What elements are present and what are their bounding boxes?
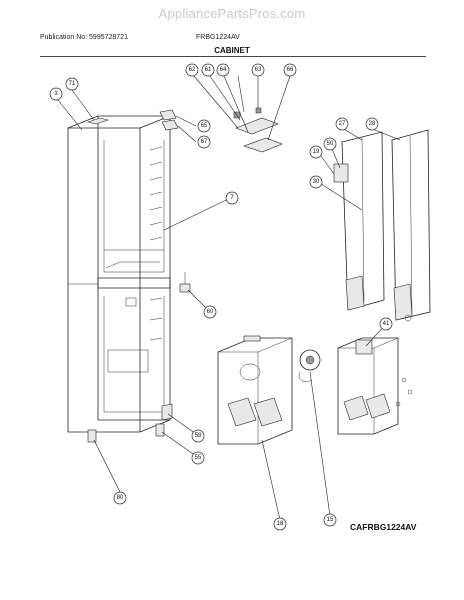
callout-62: 62	[185, 63, 199, 77]
svg-text:7: 7	[230, 195, 234, 201]
callout-27: 27	[335, 117, 349, 131]
svg-text:30: 30	[313, 179, 320, 185]
bottom-hinge-parts	[87, 403, 173, 443]
svg-text:27: 27	[339, 121, 346, 127]
callout-61: 61	[201, 63, 215, 77]
svg-text:18: 18	[277, 521, 284, 527]
watermark: AppliancePartsPros.com	[158, 6, 306, 21]
svg-text:50: 50	[327, 141, 334, 147]
callout-3: 3	[49, 87, 63, 101]
section-title: CABINET	[214, 46, 250, 55]
cabinet-body	[67, 109, 179, 433]
callout-64: 64	[216, 63, 230, 77]
svg-text:55: 55	[195, 455, 202, 461]
publication-number: Publication No: 5995728721	[40, 34, 128, 41]
callout-58: 58	[191, 429, 205, 443]
callout-28: 28	[365, 117, 379, 131]
callout-19: 19	[309, 145, 323, 159]
callout-71: 71	[65, 77, 79, 91]
callout-41: 41	[379, 317, 393, 331]
callout-15: 15	[323, 513, 337, 527]
callout-63: 63	[251, 63, 265, 77]
freezer-drawer-frame	[217, 335, 293, 445]
callout-7: 7	[225, 191, 239, 205]
top-control-assembly	[233, 107, 283, 153]
svg-text:15: 15	[327, 517, 334, 523]
leader-lines	[57, 75, 401, 521]
diagram-code: CAFRBG1224AV	[350, 522, 417, 532]
middle-hinge	[179, 272, 191, 293]
svg-text:71: 71	[69, 81, 76, 87]
door-side-panels	[333, 129, 431, 322]
callout-55: 55	[191, 451, 205, 465]
svg-text:67: 67	[201, 139, 208, 145]
crisper-drawer	[337, 337, 413, 435]
svg-text:58: 58	[195, 433, 202, 439]
callout-50: 50	[323, 137, 337, 151]
callout-30: 30	[309, 175, 323, 189]
model-number: FRBG1224AV	[196, 34, 240, 41]
svg-text:28: 28	[369, 121, 376, 127]
callout-18: 18	[273, 517, 287, 531]
svg-text:80: 80	[117, 495, 124, 501]
svg-text:66: 66	[287, 67, 294, 73]
svg-text:64: 64	[220, 67, 227, 73]
svg-text:65: 65	[201, 123, 208, 129]
svg-text:60: 60	[207, 309, 214, 315]
svg-text:61: 61	[205, 67, 212, 73]
header-rule	[40, 56, 426, 57]
svg-text:3: 3	[54, 91, 58, 97]
callout-67: 67	[197, 135, 211, 149]
svg-text:62: 62	[189, 67, 196, 73]
callout-66: 66	[283, 63, 297, 77]
callout-60: 60	[203, 305, 217, 319]
callout-80: 80	[113, 491, 127, 505]
callout-65: 65	[197, 119, 211, 133]
svg-text:19: 19	[313, 149, 320, 155]
svg-text:41: 41	[383, 321, 390, 327]
svg-text:63: 63	[255, 67, 262, 73]
fan-motor	[298, 349, 321, 382]
